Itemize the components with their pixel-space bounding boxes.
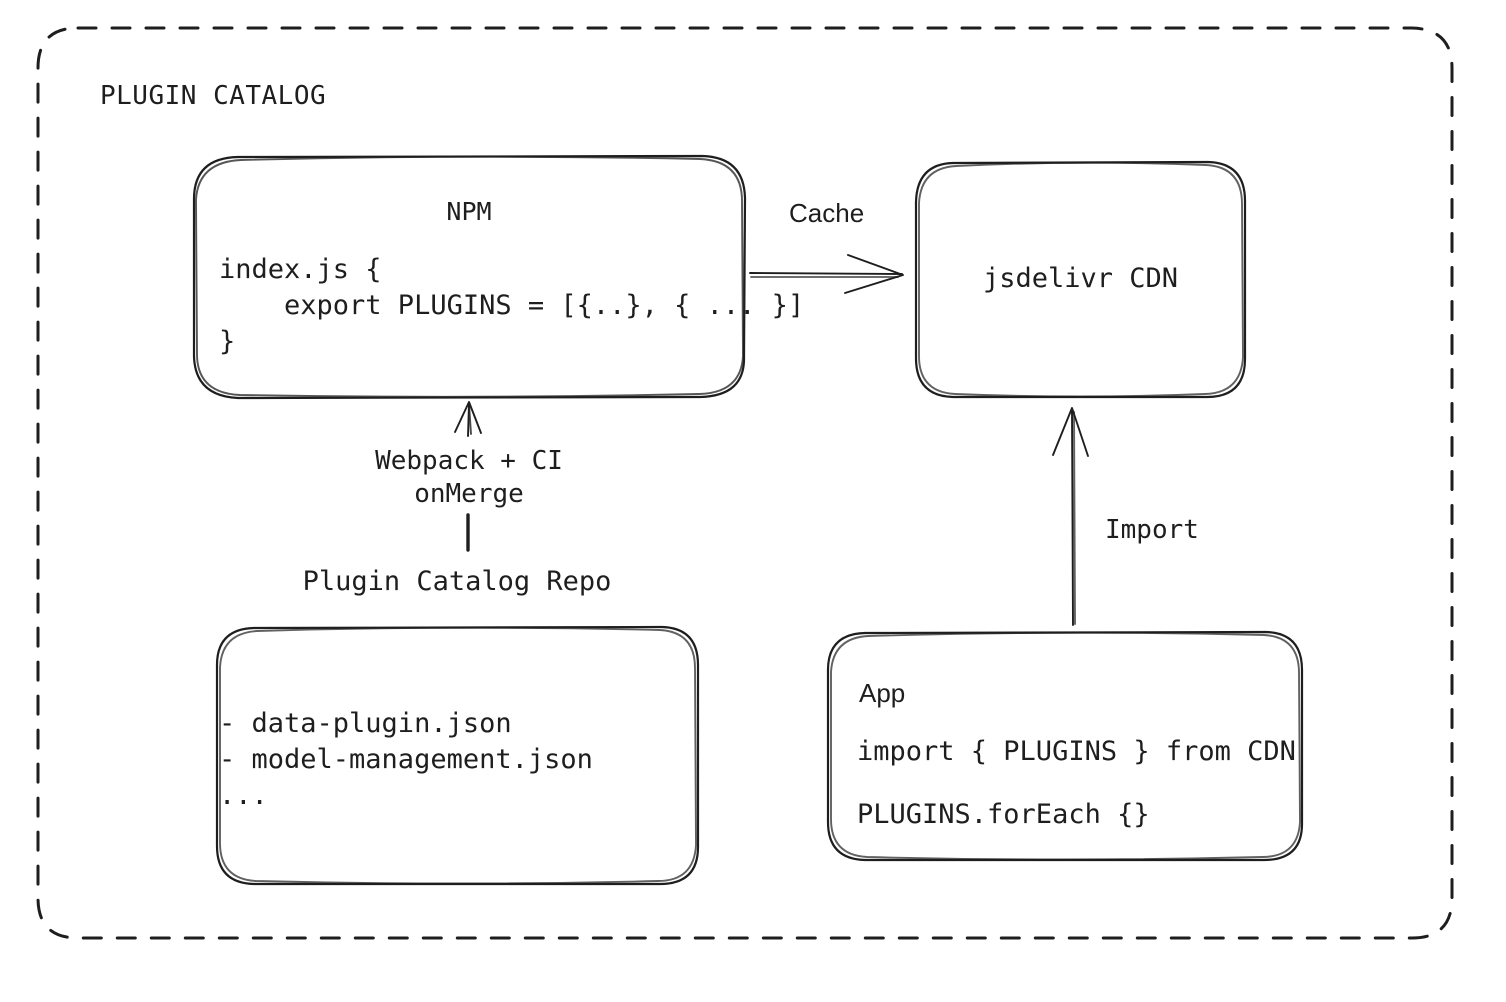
npm-node-title: NPM [446, 197, 492, 226]
app-node-title: App [859, 678, 906, 708]
repo-node-files: - data-plugin.json - model-management.js… [219, 708, 593, 811]
app-node-code-line-1: import { PLUGINS } from CDN [857, 736, 1296, 767]
edge-label-cache: Cache [789, 198, 865, 228]
cdn-node[interactable] [914, 160, 1247, 399]
repo-node[interactable] [215, 625, 700, 886]
arrow-up-icon [454, 401, 482, 552]
arrow-right-icon [749, 254, 904, 294]
app-node[interactable] [826, 630, 1304, 862]
app-node-code-line-2: PLUGINS.forEach {} [857, 799, 1150, 830]
repo-node-caption: Plugin Catalog Repo [302, 566, 612, 597]
npm-node[interactable] [192, 154, 747, 400]
edge-label-webpack-ci: Webpack + CI onMerge [375, 446, 563, 510]
cdn-node-title: jsdelivr CDN [982, 263, 1179, 294]
page-title: PLUGIN CATALOG [100, 81, 327, 111]
arrow-up-icon [1052, 407, 1089, 626]
npm-node-code: index.js { export PLUGINS = [{..}, { ...… [219, 254, 805, 357]
plugin-catalog-container [36, 26, 1454, 940]
edge-label-import: Import [1105, 515, 1199, 545]
